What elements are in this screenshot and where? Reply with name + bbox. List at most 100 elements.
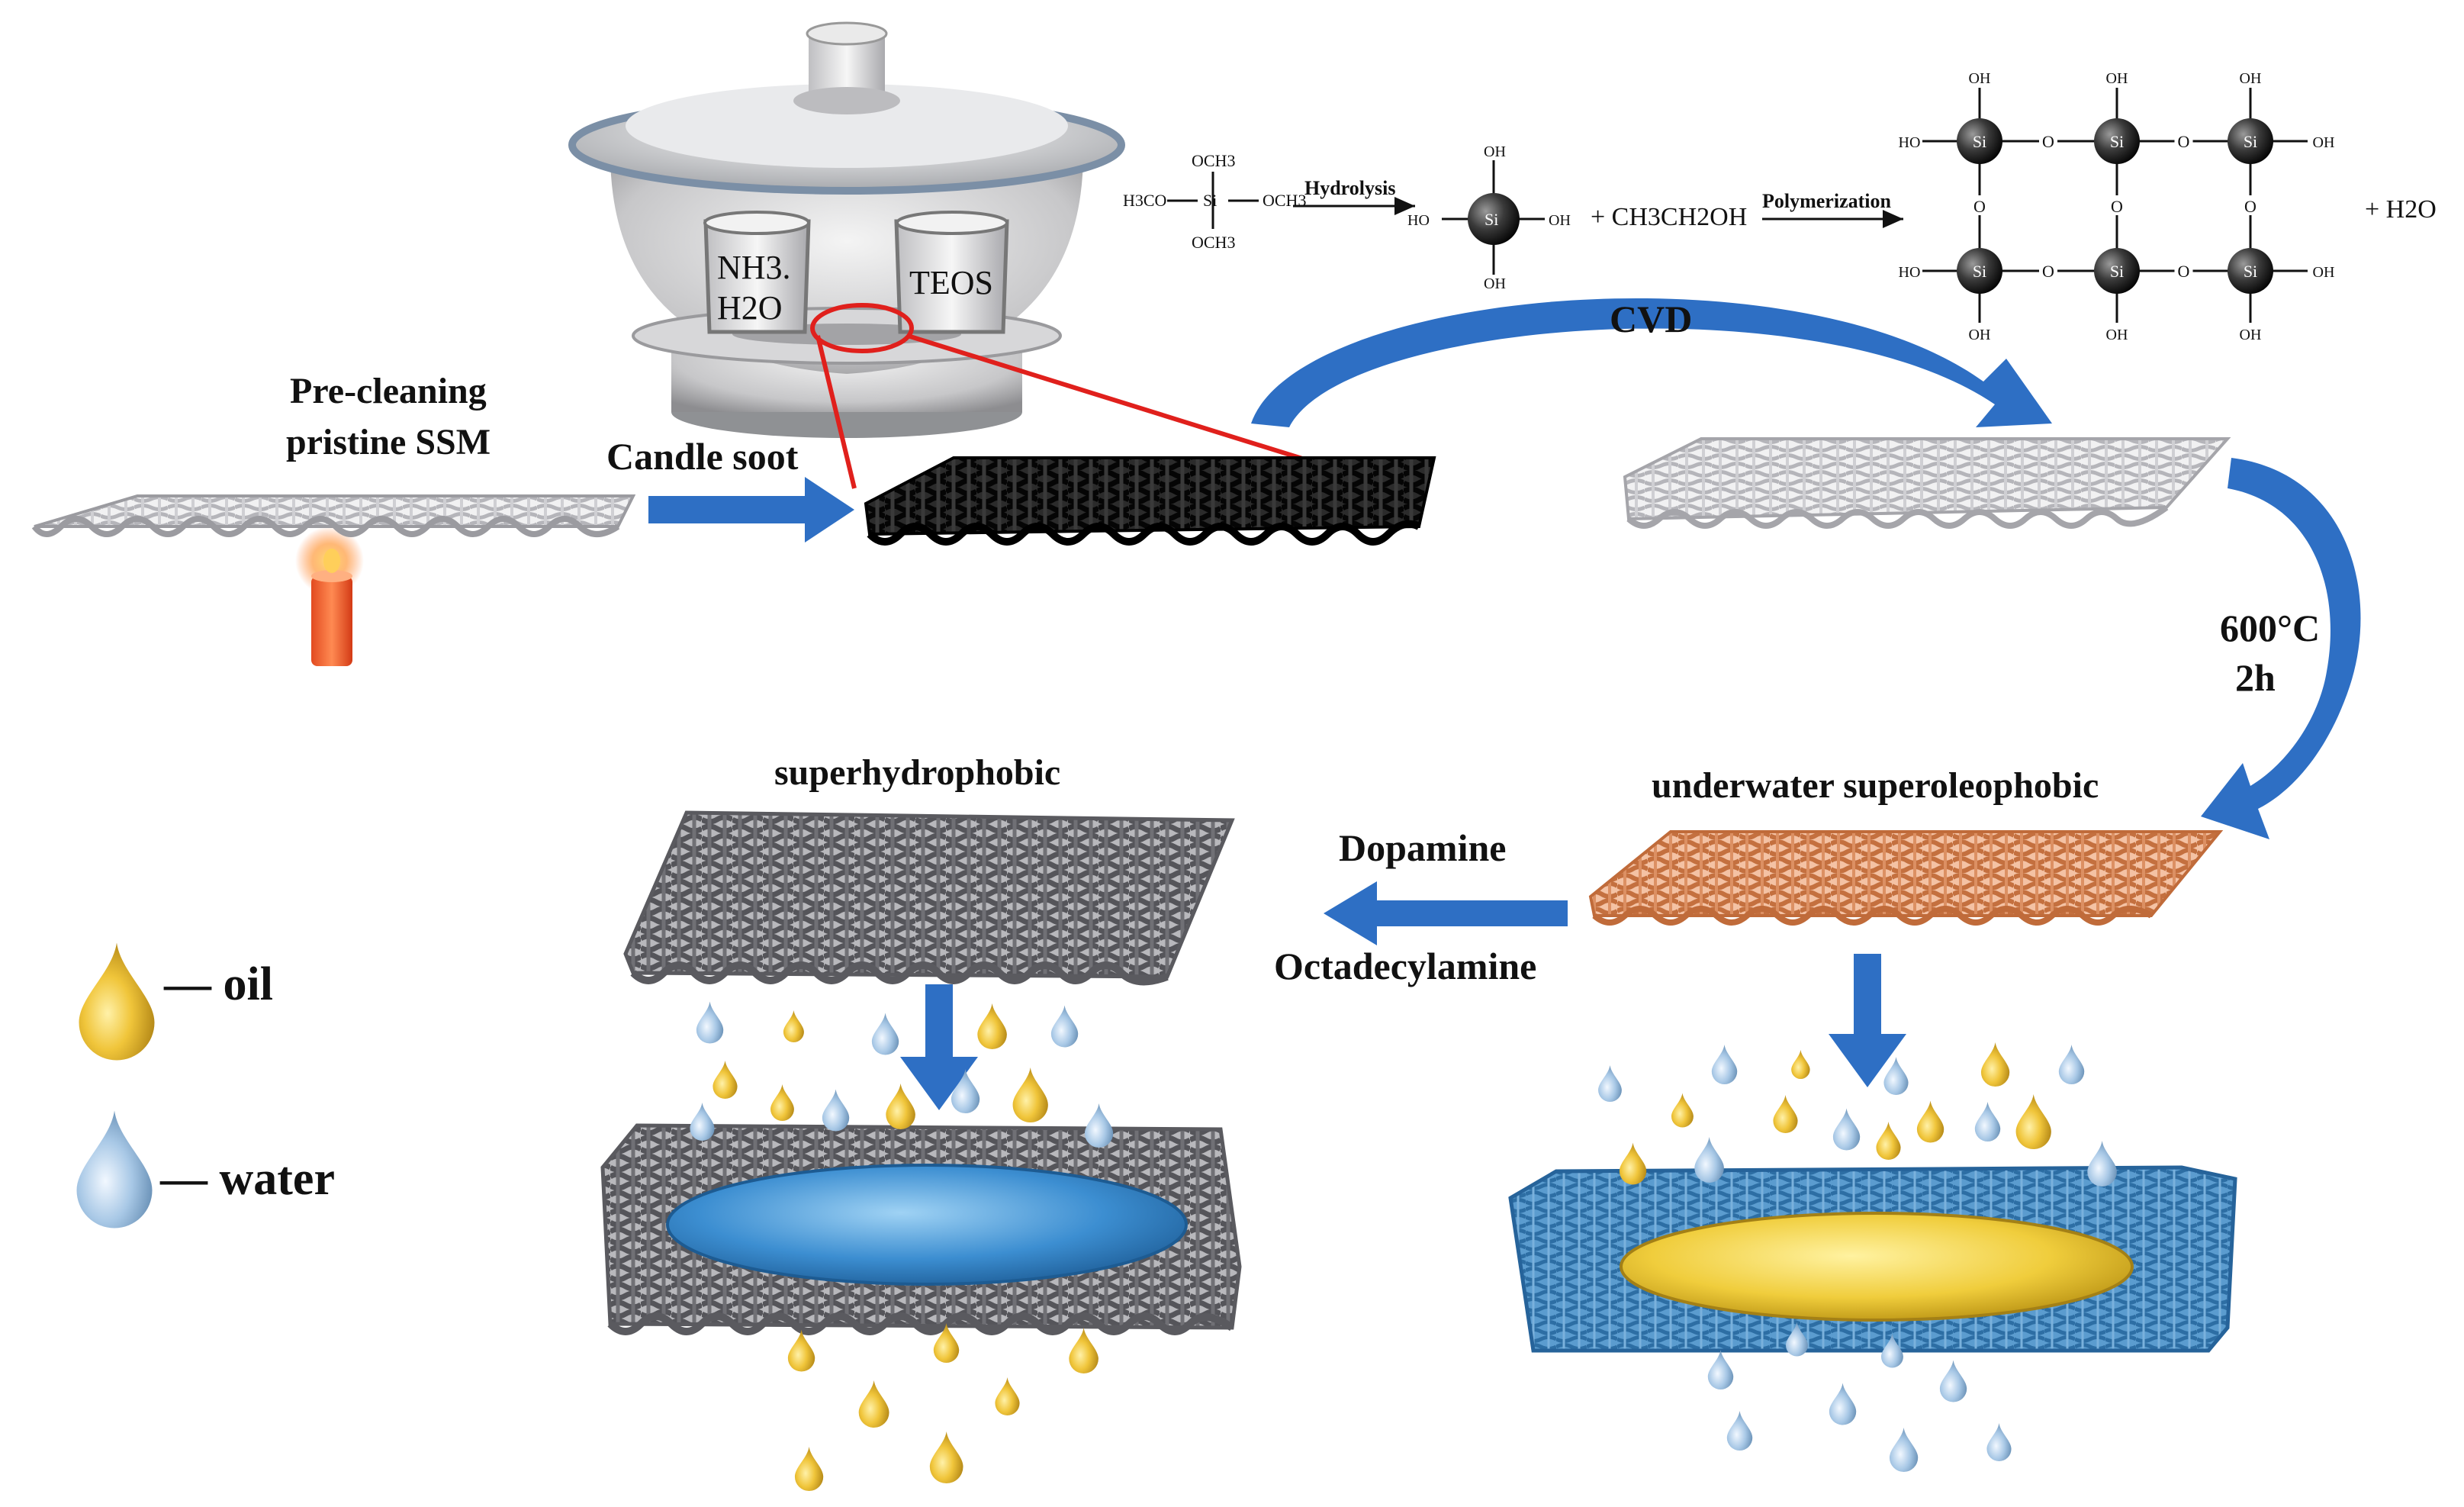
oil-droplet — [770, 1084, 794, 1121]
modification-arrow — [1324, 881, 1568, 945]
silicon-label: Si — [1973, 132, 1986, 151]
silicon-atom — [2094, 118, 2140, 164]
silanol-si — [1468, 193, 1520, 245]
candle — [295, 526, 364, 666]
water-product-term: + H2O — [2365, 195, 2437, 224]
superhydrophobic-mesh-top — [623, 810, 1235, 986]
water-droplet — [1829, 1383, 1857, 1425]
silanol-si-text: Si — [1485, 210, 1498, 229]
teos-top: OCH3 — [1192, 151, 1235, 170]
silicon-atom — [2094, 248, 2140, 294]
pre-cleaning-label: Pre-cleaning — [290, 371, 487, 411]
silicon-label: Si — [2244, 262, 2257, 281]
legend-water-label: — water — [159, 1153, 335, 1205]
silicon-label: Si — [2110, 262, 2124, 281]
oil-droplet — [1773, 1095, 1798, 1133]
hydroxyl-label: OH — [2106, 327, 2128, 343]
cvd-arrow — [1251, 298, 2052, 427]
water-droplet — [1883, 1057, 1909, 1095]
hydroxyl-label: OH — [1969, 70, 1991, 87]
oxygen-label: O — [2178, 132, 2190, 151]
cvd-label: CVD — [1610, 298, 1692, 340]
hydroxyl-label: OH — [2313, 264, 2335, 281]
silicon-atom — [2228, 118, 2273, 164]
water-droplet — [1084, 1103, 1114, 1148]
down-arrow-right — [1829, 954, 1906, 1087]
oxygen-label-bg — [2039, 130, 2057, 150]
oxygen-label: O — [2042, 132, 2054, 151]
polymerization-label: Polymerization — [1762, 190, 1891, 212]
water-droplet — [1986, 1423, 2012, 1461]
pristine-ssm-label: pristine SSM — [286, 422, 491, 462]
oil-droplet — [1916, 1100, 1945, 1143]
oxygen-label-bg — [2039, 260, 2057, 280]
water-droplet — [822, 1089, 850, 1132]
oxygen-label-bg — [2174, 260, 2193, 280]
water-droplet — [690, 1103, 715, 1141]
oxygen-label-bg — [1970, 323, 1989, 343]
water-droplet — [1726, 1411, 1753, 1451]
legend-oil-label: — oil — [163, 958, 273, 1010]
oil-droplet — [1671, 1093, 1694, 1128]
water-droplet — [1939, 1360, 1967, 1402]
silanol-oh-top: OH — [1484, 143, 1506, 160]
oxygen-label-bg — [2174, 130, 2193, 150]
oil-droplet — [995, 1377, 1020, 1415]
teos-bottom: OCH3 — [1192, 233, 1235, 252]
cvd-mesh — [1623, 437, 2231, 529]
octadecylamine-label: Octadecylamine — [1274, 945, 1536, 987]
oil-droplet — [929, 1431, 963, 1483]
water-droplet — [1707, 1350, 1734, 1389]
soot-mesh — [864, 456, 1436, 546]
red-callout — [810, 303, 1313, 489]
dopamine-label: Dopamine — [1339, 826, 1506, 869]
water-droplet — [871, 1013, 899, 1055]
oil-droplet — [1069, 1328, 1099, 1373]
water-droplet — [1974, 1102, 2001, 1142]
silicon-label: Si — [1973, 262, 1986, 281]
oil-droplet — [783, 1010, 804, 1042]
oxygen-label-bg — [1902, 130, 1920, 150]
pristine-mesh — [31, 494, 636, 537]
oxygen-label-bg — [1902, 260, 1920, 280]
hydroxyl-label: OH — [2313, 134, 2335, 151]
oxygen-label-bg — [2311, 130, 2330, 150]
beaker-teos-text: TEOS — [909, 264, 993, 301]
teos-left: H3CO — [1123, 191, 1166, 210]
oxygen-label: O — [2244, 197, 2257, 216]
temperature-label: 600°C — [2220, 607, 2320, 649]
water-droplet — [1832, 1108, 1861, 1151]
hydroxyl-label: OH — [1969, 327, 1991, 343]
oxygen-label-bg — [2241, 323, 2260, 343]
hydrolysis-label: Hydrolysis — [1304, 177, 1395, 199]
silanol-oh-bottom: OH — [1484, 275, 1506, 292]
oxygen-label: O — [2178, 262, 2190, 281]
oil-droplet — [858, 1380, 889, 1428]
ethanol-term: + CH3CH2OH — [1591, 203, 1747, 231]
oil-droplet — [1619, 1142, 1647, 1185]
oil-droplet — [787, 1329, 815, 1372]
oil-droplet — [1012, 1067, 1048, 1122]
candle-soot-label: Candle soot — [606, 435, 799, 478]
oxygen-label: O — [2042, 262, 2054, 281]
down-arrow-left — [900, 984, 978, 1110]
nh3-beaker — [703, 211, 811, 334]
oil-droplet — [1980, 1042, 2010, 1087]
oil-droplet — [794, 1447, 824, 1491]
oil-droplet — [1876, 1122, 1901, 1160]
oxygen-label-bg — [2241, 68, 2260, 88]
silicon-label: Si — [2110, 132, 2124, 151]
legend — [76, 942, 155, 1228]
beaker-h2o-text: H2O — [717, 289, 783, 327]
silicon-atom — [1957, 248, 2002, 294]
oxygen-label-bg — [2108, 323, 2126, 343]
oxygen-label-bg — [1970, 68, 1989, 88]
silanol-ho-left: HO — [1407, 212, 1430, 229]
time-label: 2h — [2235, 656, 2276, 699]
oxygen-label-bg — [1970, 195, 1989, 215]
beaker-nh3-text: NH3. — [717, 249, 791, 286]
superhydrophobic-label: superhydrophobic — [774, 752, 1060, 793]
water-droplet — [1889, 1428, 1919, 1472]
